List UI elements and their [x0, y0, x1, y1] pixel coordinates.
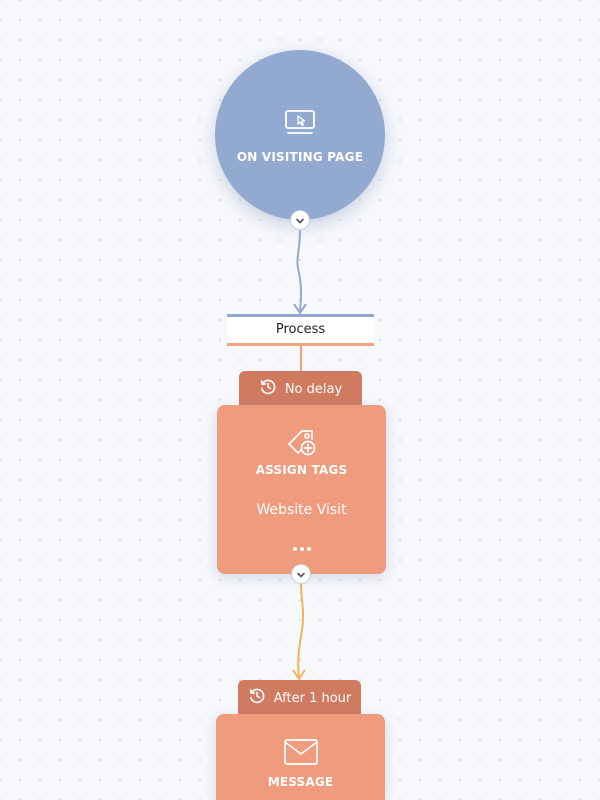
- chevron-down-icon: [295, 211, 305, 230]
- connector-arrow-head: [293, 303, 307, 315]
- step-1-expand-button[interactable]: [291, 564, 311, 584]
- step-2-title: MESSAGE: [267, 775, 334, 789]
- more-dots-icon[interactable]: [292, 547, 311, 551]
- trigger-node[interactable]: ON VISITING PAGE: [215, 50, 385, 220]
- envelope-icon: [283, 738, 319, 766]
- process-label: Process: [275, 322, 326, 337]
- step-1-card[interactable]: ASSIGN TAGS Website Visit: [217, 405, 386, 574]
- step-1-subtitle: Website Visit: [256, 502, 347, 518]
- monitor-cursor-icon: [284, 109, 316, 135]
- connector-trigger-to-process: [296, 229, 303, 313]
- connector-arrow-head: [292, 669, 306, 681]
- process-bar[interactable]: Process: [227, 314, 374, 346]
- step-2-card[interactable]: MESSAGE: [216, 714, 385, 800]
- clock-history-icon: [259, 378, 277, 400]
- step-1-title: ASSIGN TAGS: [255, 463, 348, 477]
- step-2-delay-label: After 1 hour: [273, 690, 352, 706]
- trigger-label: ON VISITING PAGE: [236, 150, 364, 164]
- tag-add-icon: [285, 425, 319, 459]
- chevron-down-icon: [296, 565, 306, 584]
- trigger-expand-button[interactable]: [290, 210, 310, 230]
- step-1-delay-label: No delay: [284, 381, 343, 397]
- connector-step-to-step: [297, 583, 305, 679]
- step-2-delay-tab[interactable]: After 1 hour: [238, 680, 361, 716]
- clock-history-icon: [248, 687, 266, 709]
- step-1-delay-tab[interactable]: No delay: [239, 371, 362, 407]
